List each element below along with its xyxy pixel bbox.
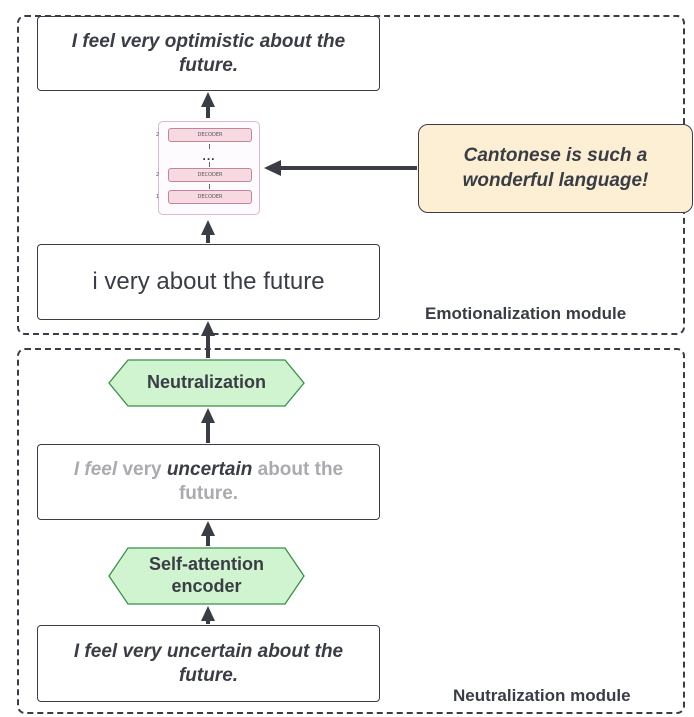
arrow-decoder-to-output	[201, 92, 215, 118]
neutralization-label: Neutralization	[146, 372, 266, 393]
neutral-sentence-box: i very about the future	[37, 244, 380, 320]
input-sentence-box: I feel very uncertain about the future.	[37, 625, 380, 702]
decoder-block-bottom-label: DECODER	[197, 194, 223, 200]
encoder-label: Self-attention encoder	[149, 554, 264, 596]
style-example-text: Cantonese is such a wonderful language!	[462, 144, 649, 191]
encoder-hexagon-shape	[108, 547, 305, 605]
decoder-number-middle: 2	[155, 172, 159, 178]
masked-word-very: very	[117, 459, 167, 481]
decoder-ellipsis: ...	[202, 149, 216, 163]
arrow-neutral-to-decoder	[201, 220, 215, 243]
decoder-block-middle: 2 DECODER	[156, 168, 252, 182]
decoder-stack-panel: 2 DECODER ... 2 DECODER 1 DECODER	[156, 121, 260, 215]
neutralization-step: Neutralization	[108, 359, 305, 407]
decoder-block-middle-label: DECODER	[197, 172, 223, 178]
neutral-sentence-text: i very about the future	[92, 268, 325, 295]
neutralization-hexagon-shape	[108, 359, 305, 407]
arrow-masked-to-neutralization	[201, 408, 215, 443]
emotionalization-module-label: Emotionalization module	[425, 304, 627, 323]
encoder-step: Self-attention encoder	[108, 547, 305, 605]
decoder-block-top: 2 DECODER	[156, 128, 252, 142]
arrow-encoder-to-masked	[201, 521, 215, 546]
output-sentence-box: I feel very optimistic about the future.	[37, 16, 380, 91]
masked-word-uncertain: uncertain	[166, 459, 253, 481]
decoder-block-top-label: DECODER	[197, 132, 223, 138]
output-sentence-text: I feel very optimistic about the future.	[71, 30, 346, 76]
decoder-number-top: 2	[155, 132, 159, 138]
decoder-number-bottom: 1	[155, 194, 159, 200]
arrow-style-to-decoder	[264, 160, 417, 176]
neutralization-module-label: Neutralization module	[453, 686, 631, 705]
decoder-link-middle	[209, 162, 210, 167]
arrow-input-to-encoder	[201, 606, 215, 624]
arrow-neutralization-to-neutral	[201, 321, 215, 358]
decoder-block-bottom: 1 DECODER	[156, 190, 252, 204]
masked-word-rest: about the future.	[178, 459, 344, 504]
decoder-link-bottom	[209, 184, 210, 189]
input-sentence-text: I feel very uncertain about the future.	[73, 640, 344, 686]
style-example-note: Cantonese is such a wonderful language!	[418, 124, 693, 213]
masked-word-i-feel: I feel	[73, 459, 118, 481]
masked-sentence-box: I feel very uncertain about the future.	[37, 444, 380, 520]
masked-sentence-text: I feel very uncertain about the future.	[58, 458, 359, 506]
neutralization-module-frame	[17, 348, 685, 714]
decoder-link-top	[209, 144, 210, 149]
